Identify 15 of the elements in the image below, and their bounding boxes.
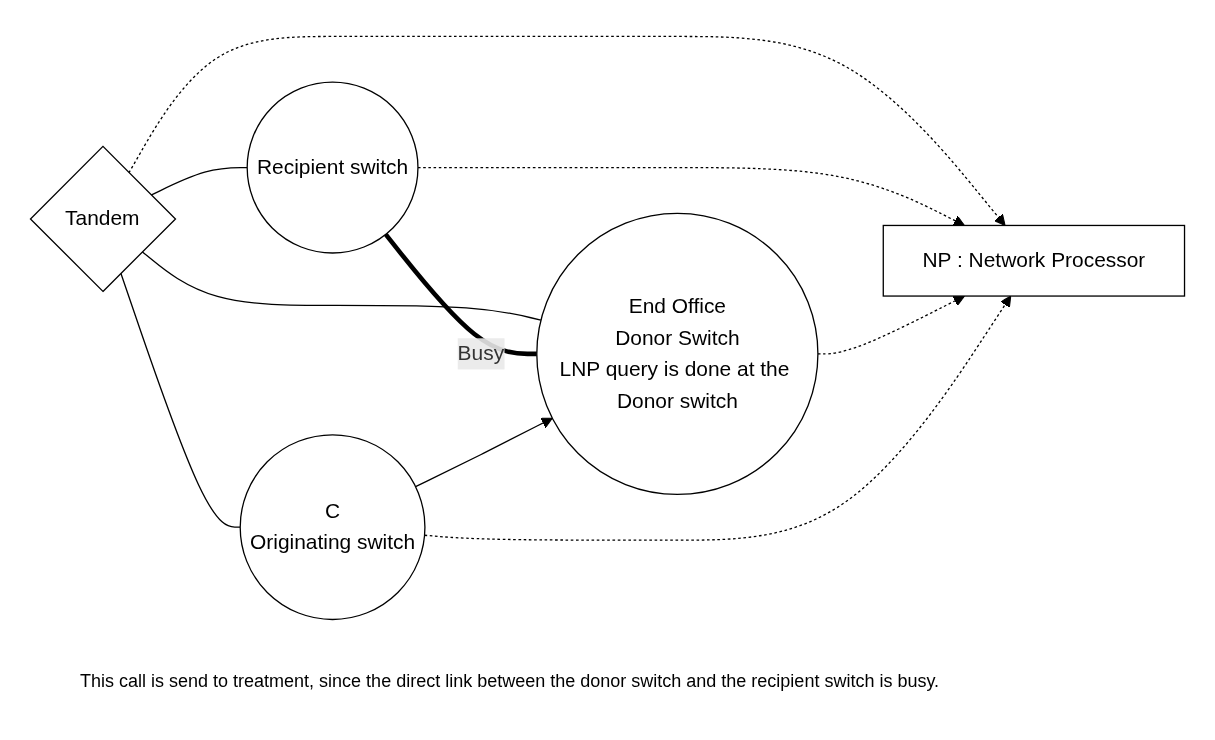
connector (120, 271, 241, 528)
node-circle: Recipient switch (246, 81, 419, 254)
node-circle: C Originating switch (239, 433, 426, 620)
connector (141, 250, 542, 321)
connector (383, 232, 537, 356)
arrow (417, 166, 965, 226)
node-circle: End Office Donor Switch LNP query is done at the Donor switch (536, 212, 819, 495)
arrow (128, 35, 1006, 226)
connector (150, 166, 248, 196)
arrow (817, 295, 965, 355)
note-text: This call is send to treatment, since the direct link between the donor switch and the recipient switch is busy. (80, 671, 941, 692)
node-box: NP : Network Processor (882, 224, 1186, 297)
edge-label: Busy (457, 341, 505, 364)
arrow (414, 417, 553, 487)
node-diamond: Tandem (29, 145, 177, 292)
